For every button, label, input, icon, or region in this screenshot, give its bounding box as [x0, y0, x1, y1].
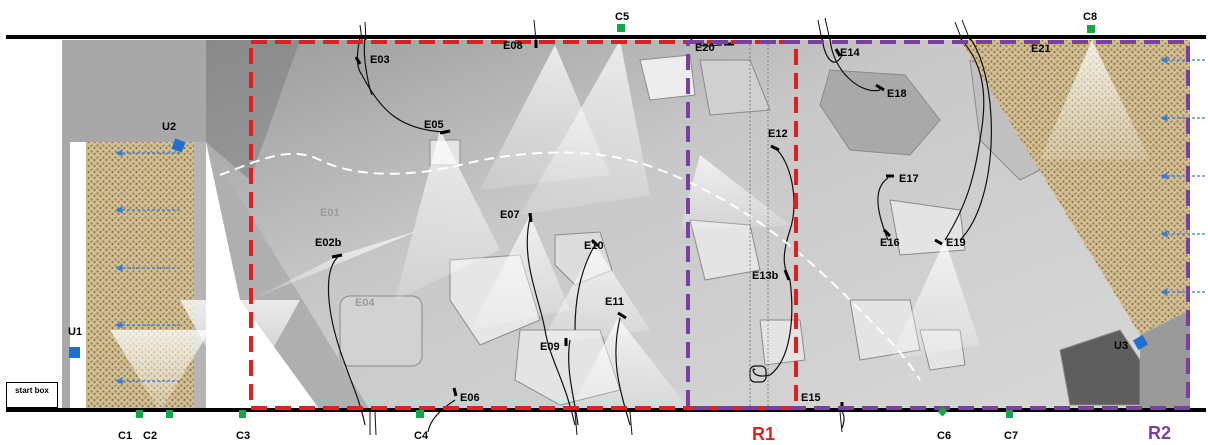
- camera-c4-marker: [416, 410, 424, 418]
- ultrasonic-u2-label: U2: [162, 121, 177, 133]
- electrode-e05-label: E05: [424, 119, 444, 131]
- gravel-right: [960, 40, 1190, 335]
- electrode-cables: [327, 37, 992, 433]
- dark-rock-edge: [206, 142, 370, 410]
- electrode-e02b-label: E02b: [315, 237, 342, 249]
- camera-c3-marker: [239, 410, 246, 418]
- ultrasonic-u3-label: U3: [1114, 340, 1129, 352]
- boundary-cables: [359, 17, 971, 436]
- start-box-label: start box: [15, 386, 49, 395]
- camera-c1-marker: [136, 410, 143, 418]
- left-divider: [194, 142, 206, 410]
- left-wall: [62, 142, 70, 410]
- electrode-e01-label: E01: [320, 207, 340, 219]
- bottom-boundary: [6, 408, 1206, 412]
- electrode-e11-label: E11: [605, 296, 624, 308]
- region-r2-box: [686, 40, 1190, 410]
- ultrasonic-u1-marker: [69, 347, 80, 358]
- top-boundary: [6, 35, 1206, 39]
- camera-c8-marker: [1087, 25, 1095, 33]
- camera-c5-label: C5: [615, 11, 630, 23]
- region-r1-label: R1: [752, 424, 776, 444]
- left-upper-block: [62, 40, 206, 142]
- electrode-e21-label: E21: [1031, 43, 1051, 55]
- electrode-e08-label: E08: [503, 40, 523, 52]
- camera-c3-label: C3: [236, 430, 251, 442]
- start-box: start box: [6, 382, 58, 408]
- trajectory-path: [219, 151, 921, 381]
- electrode-e18-label: E18: [887, 88, 907, 100]
- electrode-e17-label: E17: [899, 173, 919, 185]
- region-r2-label: R2: [1148, 423, 1172, 443]
- guide-lines: [749, 40, 769, 408]
- electrode-e10-label: E10: [584, 240, 604, 252]
- camera-c2-label: C2: [143, 430, 158, 442]
- ultrasonic-u1-label: U1: [68, 326, 83, 338]
- right-ramp: [1140, 310, 1190, 410]
- electrode-e19-label: E19: [946, 237, 966, 249]
- camera-c6-label: C6: [937, 430, 952, 442]
- ultrasonic-arrows-left: [114, 149, 180, 385]
- camera-c4-label: C4: [414, 430, 429, 442]
- camera-c7-label: C7: [1004, 430, 1019, 442]
- camera-c5-marker: [617, 24, 625, 32]
- camera-c8-label: C8: [1083, 11, 1098, 23]
- ultrasonic-arrows-right: [1159, 56, 1205, 296]
- electrode-e20-label: E20: [695, 42, 715, 54]
- electrode-e03-label: E03: [370, 54, 390, 66]
- camera-c1-label: C1: [118, 430, 133, 442]
- start-corridor: [70, 142, 86, 410]
- electrode-e16-label: E16: [880, 237, 900, 249]
- camera-c7-marker: [1006, 410, 1013, 418]
- camera-beams: [110, 40, 1150, 412]
- electrode-e06-label: E06: [460, 392, 480, 404]
- electrode-e12-label: E12: [768, 128, 788, 140]
- electrode-e15-label: E15: [801, 392, 821, 404]
- electrode-e04-label: E04: [355, 297, 375, 309]
- electrode-e14-label: E14: [840, 47, 860, 59]
- electrode-e13b-label: E13b: [752, 270, 779, 282]
- electrode-e09-label: E09: [540, 341, 560, 353]
- camera-c2-marker: [166, 410, 173, 418]
- electrode-e07-label: E07: [500, 209, 520, 221]
- region-r1-box: [249, 40, 798, 410]
